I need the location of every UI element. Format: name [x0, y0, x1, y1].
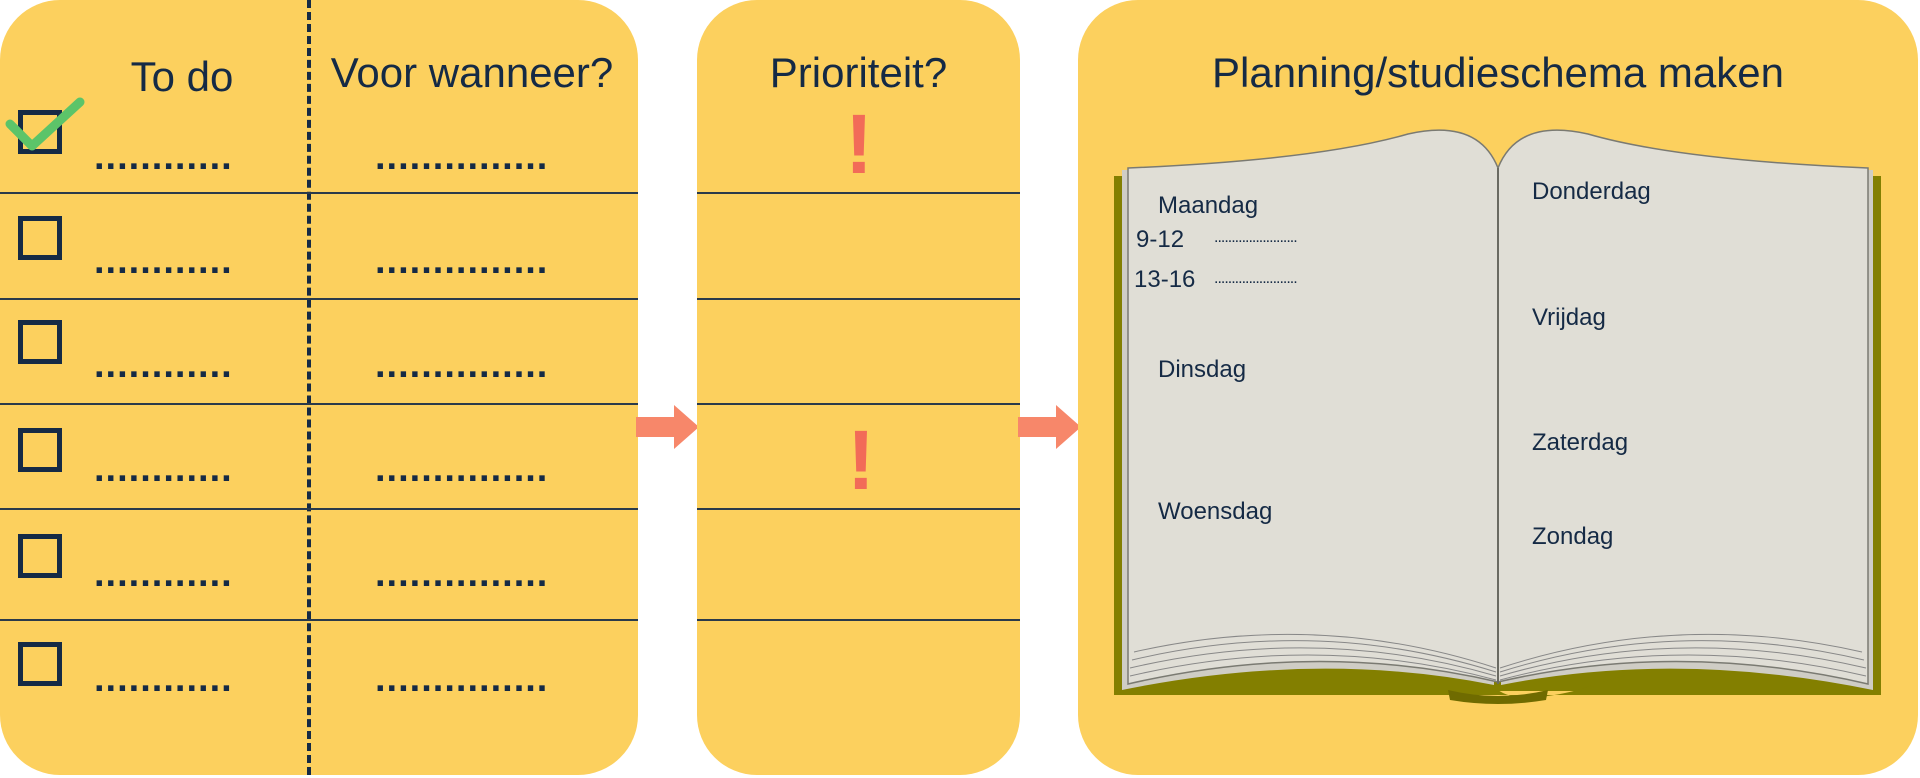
time-slot-label: 13-16 [1134, 266, 1196, 293]
day-label: Dinsdag [1158, 356, 1247, 383]
row-divider [697, 619, 1020, 621]
deadline-title: Voor wanneer? [330, 49, 614, 96]
column-divider [307, 0, 311, 775]
time-slot-field[interactable]: ........................ [1214, 270, 1298, 287]
todo-checkbox[interactable] [18, 534, 62, 578]
day-label: Vrijdag [1532, 304, 1606, 331]
day-label: Woensdag [1158, 498, 1273, 525]
day-label: Zaterdag [1532, 429, 1629, 456]
priority-mark: ! [845, 97, 873, 191]
row-divider [0, 298, 638, 300]
priority-panel: Prioriteit? ! ! [697, 0, 1020, 775]
day-label: Maandag [1158, 192, 1259, 219]
checkmark-icon [5, 97, 85, 151]
row-divider [697, 298, 1020, 300]
deadline-field[interactable]: ............... [375, 344, 549, 386]
time-slot-field[interactable]: ........................ [1214, 229, 1298, 246]
planning-title: Planning/studieschema maken [1211, 49, 1784, 96]
task-field[interactable]: ............ [94, 658, 233, 700]
row-divider [0, 619, 638, 621]
arrow-right-icon [636, 405, 699, 449]
task-field[interactable]: ............ [94, 136, 233, 178]
row-divider [0, 192, 638, 194]
deadline-field[interactable]: ............... [375, 658, 549, 700]
arrow-right-icon [1018, 405, 1081, 449]
open-book-icon [1114, 129, 1881, 704]
time-slot-label: 9-12 [1136, 226, 1185, 253]
deadline-field[interactable]: ............... [375, 240, 549, 282]
task-field[interactable]: ............ [94, 553, 233, 595]
row-divider [697, 192, 1020, 194]
todo-checkbox[interactable] [18, 642, 62, 686]
planning-panel: Planning/studieschema maken Maandag 9-12… [1078, 0, 1918, 775]
row-divider [0, 508, 638, 510]
todo-checkbox[interactable] [18, 320, 62, 364]
task-field[interactable]: ............ [94, 344, 233, 386]
todo-title: To do [130, 53, 234, 100]
day-label: Zondag [1532, 523, 1614, 550]
task-field[interactable]: ............ [94, 448, 233, 490]
todo-panel: To do Voor wanneer? ............ .......… [0, 0, 638, 775]
row-divider [0, 403, 638, 405]
todo-checkbox[interactable] [18, 428, 62, 472]
todo-checkbox[interactable] [18, 216, 62, 260]
priority-title: Prioriteit? [769, 49, 948, 96]
task-field[interactable]: ............ [94, 240, 233, 282]
deadline-field[interactable]: ............... [375, 136, 549, 178]
row-divider [697, 403, 1020, 405]
priority-mark: ! [847, 413, 875, 507]
row-divider [697, 508, 1020, 510]
day-label: Donderdag [1532, 178, 1651, 205]
deadline-field[interactable]: ............... [375, 448, 549, 490]
deadline-field[interactable]: ............... [375, 553, 549, 595]
